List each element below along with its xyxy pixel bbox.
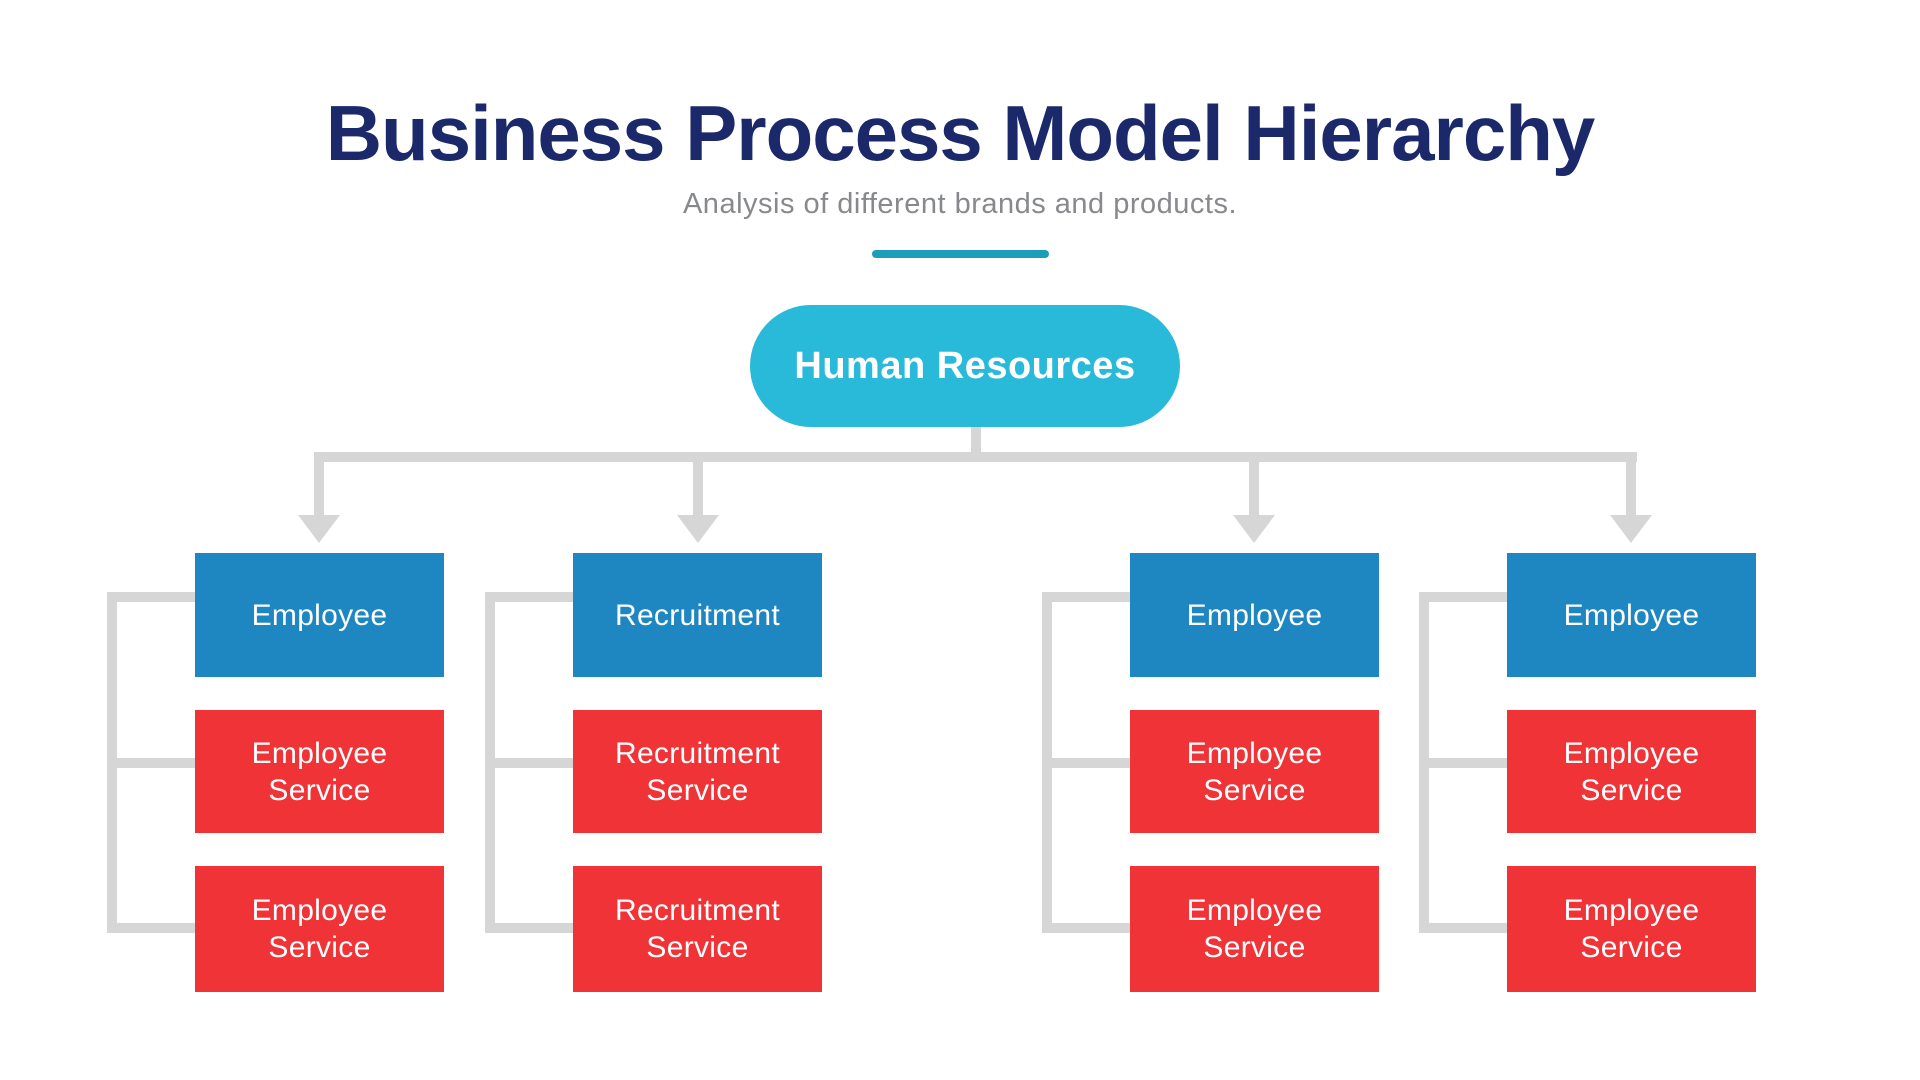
node-label: Employee Service bbox=[1186, 736, 1323, 807]
bracket-stub bbox=[1042, 592, 1137, 602]
bracket-stub bbox=[485, 923, 580, 933]
node-child[interactable]: Employee Service bbox=[195, 710, 444, 833]
node-child[interactable]: Employee Service bbox=[1507, 710, 1756, 833]
title-divider bbox=[872, 250, 1049, 258]
node-root[interactable]: Human Resources bbox=[750, 305, 1180, 427]
node-label: Recruitment bbox=[614, 598, 781, 632]
arrow-down-icon bbox=[1233, 515, 1275, 543]
branch-column: Employee Employee Service Employee Servi… bbox=[1419, 553, 1756, 993]
node-label: Recruitment Service bbox=[614, 736, 781, 807]
bracket-stub bbox=[485, 758, 580, 768]
connector-drop-line bbox=[1249, 452, 1259, 518]
arrow-down-icon bbox=[298, 515, 340, 543]
node-child[interactable]: Employee Service bbox=[1507, 866, 1756, 992]
node-parent[interactable]: Employee bbox=[1507, 553, 1756, 677]
bracket-stub bbox=[107, 923, 202, 933]
bracket-stub bbox=[1042, 923, 1137, 933]
node-parent[interactable]: Recruitment bbox=[573, 553, 822, 677]
branch-column: Employee Employee Service Employee Servi… bbox=[107, 553, 444, 993]
node-child[interactable]: Recruitment Service bbox=[573, 710, 822, 833]
arrow-down-icon bbox=[677, 515, 719, 543]
node-label: Employee bbox=[1563, 598, 1700, 632]
connector-drop-line bbox=[693, 452, 703, 518]
connector-horizontal-rail bbox=[314, 452, 1637, 462]
page-subtitle: Analysis of different brands and product… bbox=[682, 188, 1238, 220]
bracket-stub bbox=[107, 592, 202, 602]
branch-column: Employee Employee Service Employee Servi… bbox=[1042, 553, 1379, 993]
bracket-stub bbox=[1419, 592, 1514, 602]
page-title: Business Process Model Hierarchy bbox=[325, 89, 1596, 177]
node-label: Employee Service bbox=[251, 894, 388, 964]
node-parent[interactable]: Employee bbox=[1130, 553, 1379, 677]
bracket-stub bbox=[485, 592, 580, 602]
arrow-down-icon bbox=[1610, 515, 1652, 543]
node-label: Recruitment Service bbox=[614, 894, 781, 964]
connector-root-stub bbox=[971, 427, 981, 457]
bracket-stub bbox=[1419, 923, 1514, 933]
node-label: Employee Service bbox=[1186, 894, 1323, 964]
bracket-stub bbox=[107, 758, 202, 768]
branch-column: Recruitment Recruitment Service Recruitm… bbox=[485, 553, 822, 993]
root-node-label: Human Resources bbox=[794, 344, 1136, 387]
connector-drop-line bbox=[1626, 452, 1636, 518]
node-label: Employee Service bbox=[1563, 736, 1700, 807]
node-label: Employee Service bbox=[1563, 894, 1700, 964]
node-parent[interactable]: Employee bbox=[195, 553, 444, 677]
node-label: Employee bbox=[251, 598, 388, 632]
node-label: Employee Service bbox=[251, 736, 388, 807]
node-child[interactable]: Recruitment Service bbox=[573, 866, 822, 992]
node-child[interactable]: Employee Service bbox=[1130, 866, 1379, 992]
bracket-stub bbox=[1042, 758, 1137, 768]
node-child[interactable]: Employee Service bbox=[195, 866, 444, 992]
node-label: Employee bbox=[1186, 598, 1323, 632]
connector-drop-line bbox=[314, 452, 324, 518]
node-child[interactable]: Employee Service bbox=[1130, 710, 1379, 833]
bracket-stub bbox=[1419, 758, 1514, 768]
